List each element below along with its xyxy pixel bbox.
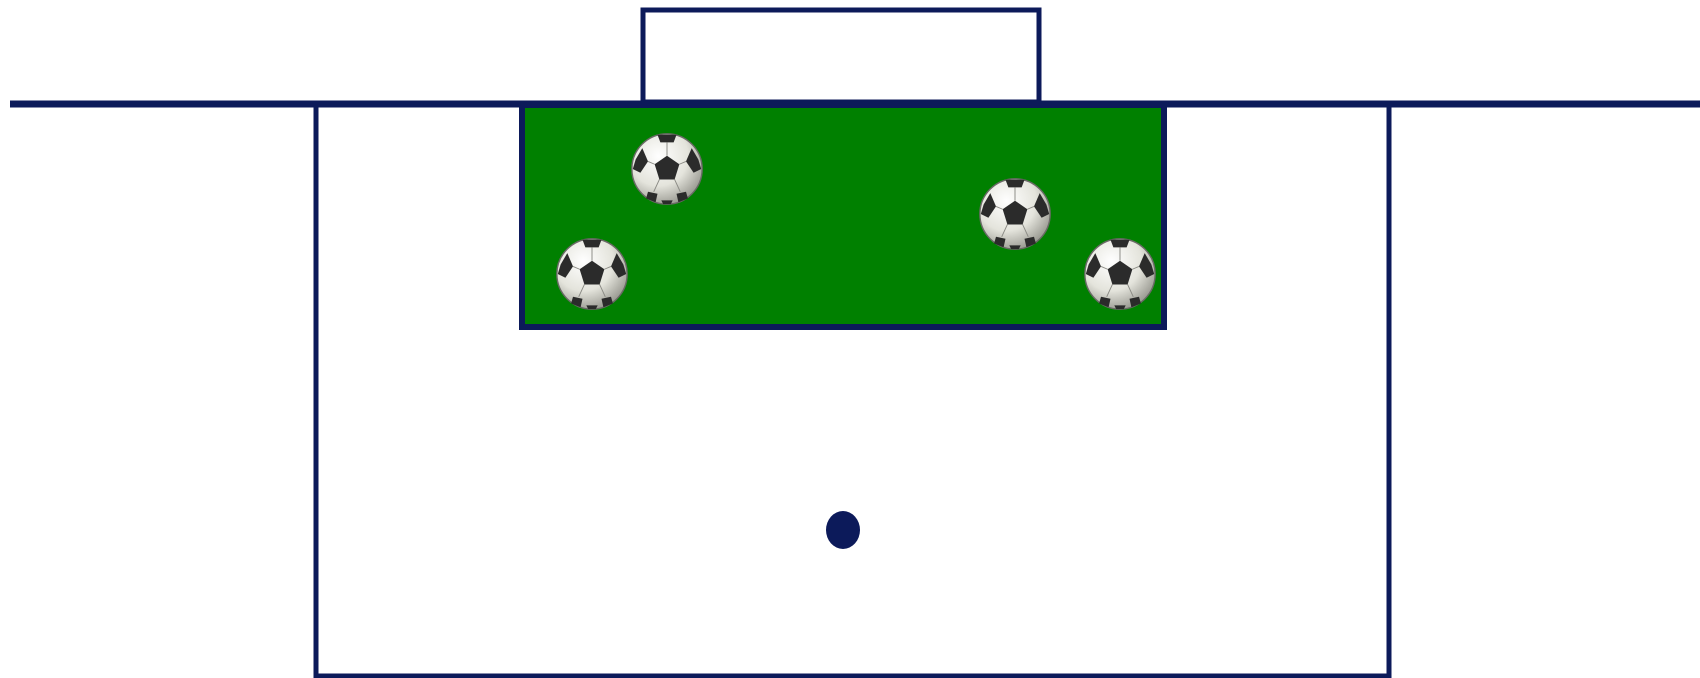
penalty-spot [826,511,860,549]
soccer-ball-icon [632,134,702,204]
soccer-ball-icon [1085,239,1155,309]
soccer-ball-icon [557,239,627,309]
goal-frame [643,10,1039,102]
soccer-ball-icon [980,179,1050,249]
